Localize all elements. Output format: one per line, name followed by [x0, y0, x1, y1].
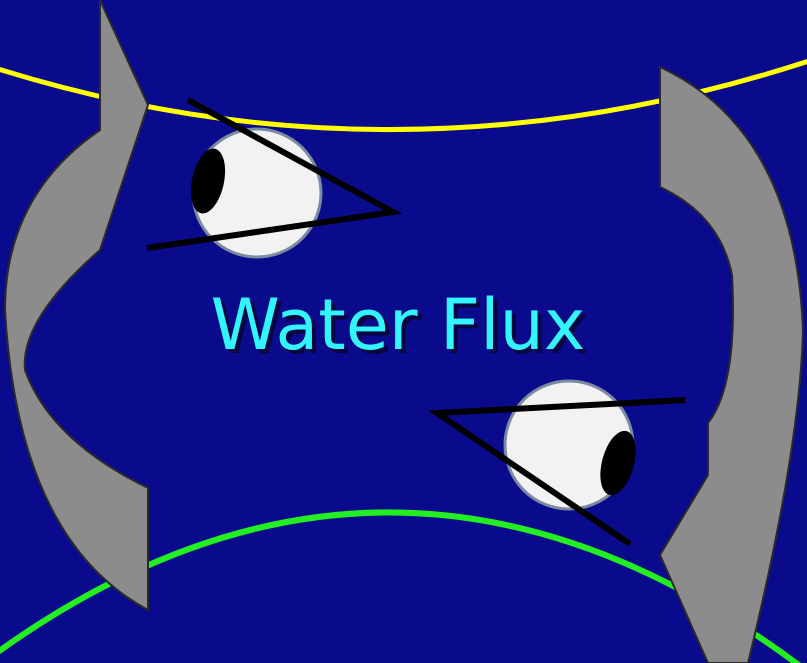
- title: Water Flux: [211, 284, 586, 366]
